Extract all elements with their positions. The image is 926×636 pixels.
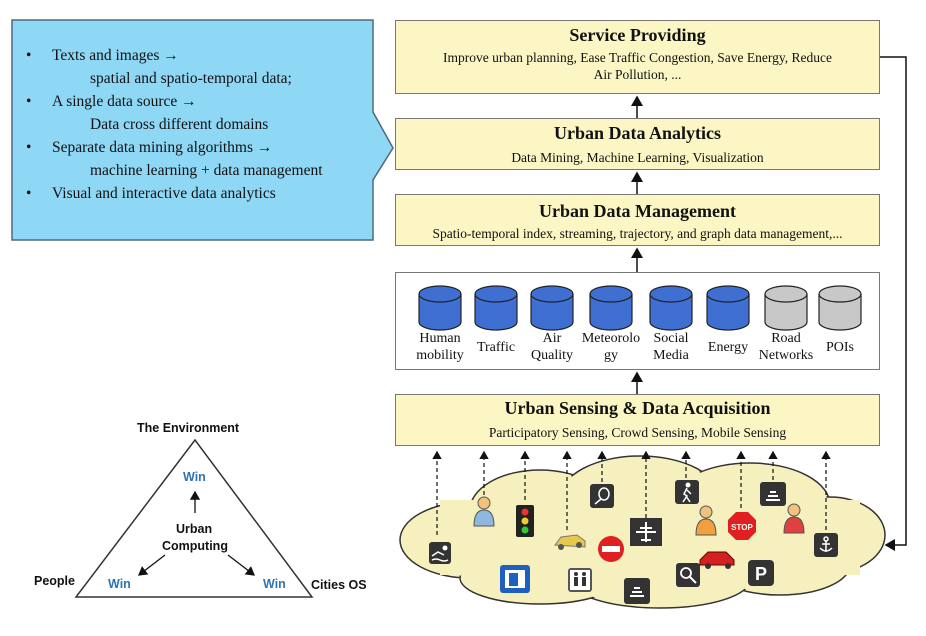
win-label-people: Win	[108, 577, 131, 591]
callout-item: Visual and interactive data analytics	[22, 182, 372, 205]
hiker-icon	[675, 480, 699, 504]
layer-title: Urban Sensing & Data Acquisition	[504, 398, 771, 418]
callout-item: A single data source →	[22, 90, 372, 113]
restroom-icon	[568, 568, 592, 592]
svg-text:P: P	[755, 564, 767, 584]
callout-item-sub: machine learning + data management	[90, 162, 323, 179]
database-cylinder	[818, 285, 862, 331]
callout-item-sub: Data cross different domains	[90, 116, 269, 133]
arrow-to-people	[137, 554, 166, 576]
callout-item: Separate data mining algorithms →	[22, 136, 372, 159]
person-red-icon	[783, 503, 805, 534]
callout-item: Texts and images →	[22, 44, 372, 67]
database-cylinder	[706, 285, 750, 331]
car-yellow-icon	[554, 534, 586, 550]
fuel-station-icon	[500, 565, 530, 593]
arrow-to-cities	[227, 554, 256, 576]
layer-title: Urban Data Management	[539, 201, 736, 221]
dataset-label: Energy	[707, 340, 749, 355]
layer-subtitle: Air Pollution, ...	[593, 67, 682, 82]
triangle-label-environment: The Environment	[137, 421, 240, 435]
urban-sensing-layer: Urban Sensing & Data Acquisition Partici…	[395, 394, 880, 446]
stop-sign-icon: STOP	[728, 512, 756, 540]
tennis-racket-icon	[590, 484, 614, 508]
layer-subtitle: Spatio-temporal index, streaming, trajec…	[432, 226, 843, 241]
no-entry-icon	[598, 536, 624, 562]
person-orange-icon	[695, 505, 717, 536]
database-cylinder	[530, 285, 574, 331]
layer-subtitle: Participatory Sensing, Crowd Sensing, Mo…	[488, 425, 787, 440]
database-cylinder	[474, 285, 518, 331]
triangle-center-label: Urban	[176, 522, 213, 536]
svg-text:STOP: STOP	[731, 523, 753, 532]
urban-data-management-layer: Urban Data Management Spatio-temporal in…	[395, 194, 880, 246]
triangle-label-cities: Cities OS	[311, 578, 367, 592]
layer-title: Urban Data Analytics	[553, 123, 721, 143]
car-red-icon	[699, 551, 735, 569]
database-cylinder	[649, 285, 693, 331]
callout-item-sub: spatial and spatio-temporal data;	[90, 70, 292, 87]
layer-title: Service Providing	[569, 25, 706, 45]
swimmer-icon	[429, 542, 451, 564]
layer-subtitle: Improve urban planning, Ease Traffic Con…	[443, 50, 832, 65]
person-blue-icon	[473, 496, 495, 527]
dataset-label: POIs	[825, 340, 855, 355]
layer-subtitle: Data Mining, Machine Learning, Visualiza…	[511, 150, 764, 165]
traffic-light-icon	[516, 505, 534, 537]
airplane-icon	[630, 518, 662, 546]
win-label-cities: Win	[263, 577, 286, 591]
wifi-icon	[760, 482, 786, 506]
service-providing-layer: Service Providing Improve urban planning…	[395, 20, 880, 94]
anchor-icon	[814, 533, 838, 557]
callout-list: Texts and images → spatial and spatio-te…	[22, 44, 372, 205]
database-cylinder	[764, 285, 808, 331]
database-cylinder	[589, 285, 633, 331]
database-cylinder	[418, 285, 462, 331]
triangle	[74, 438, 314, 598]
triangle-label-people: People	[34, 574, 75, 588]
dataset-label: Traffic	[476, 340, 516, 355]
feedback-arrow	[880, 56, 907, 551]
triangle-center-label: Computing	[162, 539, 228, 553]
signal-icon	[624, 578, 650, 604]
urban-data-analytics-layer: Urban Data Analytics Data Mining, Machin…	[395, 118, 880, 170]
parking-icon: P	[748, 560, 774, 586]
datasets-cylinders	[418, 285, 862, 331]
win-label-environment: Win	[183, 470, 206, 484]
magnifier-icon	[676, 563, 700, 587]
